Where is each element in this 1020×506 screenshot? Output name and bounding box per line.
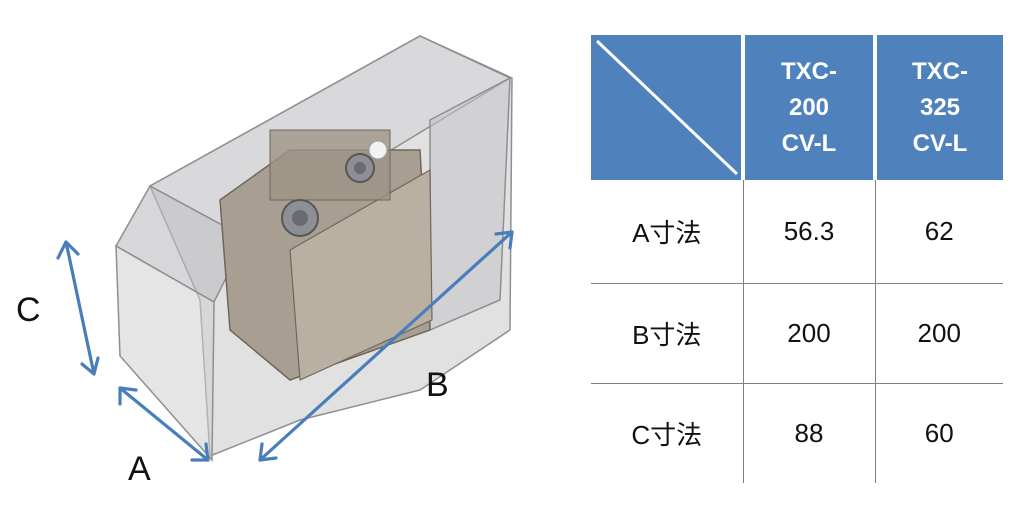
table-row-a: A寸法 56.3 62 bbox=[591, 180, 1003, 283]
table-corner-cell bbox=[591, 35, 743, 180]
cell-a-txc325: 62 bbox=[874, 180, 1003, 283]
row-label-b: B寸法 bbox=[591, 282, 743, 383]
column-header-txc325: TXC- 325 CV-L bbox=[873, 35, 1003, 180]
dimension-spec-table: TXC- 200 CV-L TXC- 325 CV-L A寸法 56.3 62 … bbox=[591, 35, 1003, 483]
terminal-block-cover-illustration bbox=[56, 35, 514, 462]
row-label-c: C寸法 bbox=[591, 382, 743, 483]
cell-c-txc325: 60 bbox=[874, 382, 1003, 483]
row-label-a: A寸法 bbox=[632, 217, 702, 248]
table-header-row: TXC- 200 CV-L TXC- 325 CV-L bbox=[591, 35, 1003, 180]
cell-b-txc200: 200 bbox=[742, 282, 875, 383]
diagonal-divider-icon bbox=[595, 39, 739, 176]
cell-c-txc200: 88 bbox=[742, 382, 875, 483]
dimension-label-b: B bbox=[426, 366, 449, 404]
column-header-txc200-text: TXC- 200 CV-L bbox=[781, 57, 837, 157]
column-header-txc200: TXC- 200 CV-L bbox=[741, 35, 875, 180]
table-row-b: B寸法 200 200 bbox=[591, 282, 1003, 383]
product-photo-area: C A B bbox=[16, 35, 514, 488]
cell-b-txc325: 200 bbox=[874, 282, 1003, 383]
cell-a-txc200: 56.3 bbox=[742, 180, 875, 283]
dimension-label-c: C bbox=[16, 291, 41, 329]
dimension-label-a: A bbox=[128, 450, 151, 488]
table-row-c: C寸法 88 60 bbox=[591, 382, 1003, 483]
column-header-txc325-text: TXC- 325 CV-L bbox=[912, 57, 968, 157]
